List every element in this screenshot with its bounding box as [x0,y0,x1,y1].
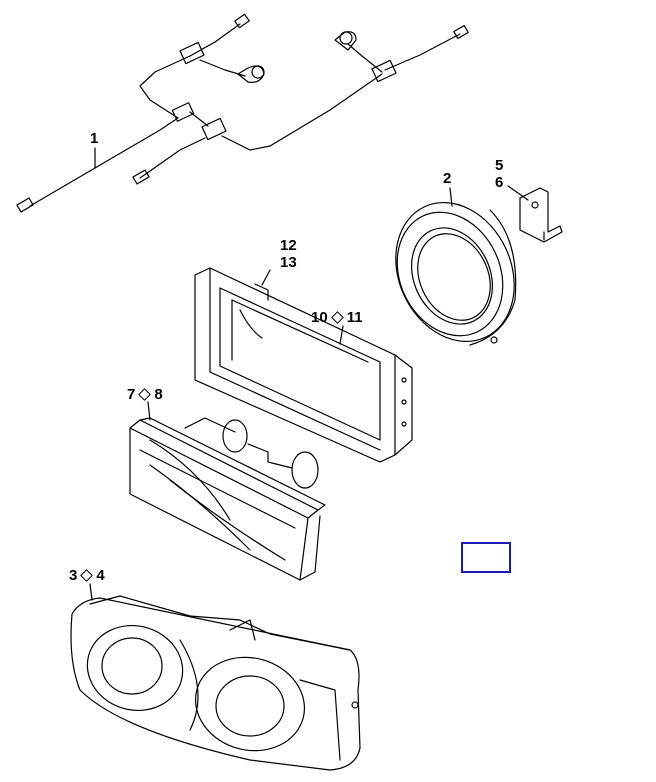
callout-12-label: 12 [280,237,297,254]
callout-4-label: 4 [96,567,105,584]
wiring-harness[interactable] [16,13,469,213]
diamond-icon [330,310,344,324]
selection-highlight-box[interactable] [461,542,511,573]
callout-11-label: 11 [346,309,363,326]
callout-1-label: 1 [90,130,99,147]
callout-5-label: 5 [495,157,504,174]
diamond-icon [138,387,152,401]
diamond-icon [80,568,94,582]
callout-10-11[interactable]: 10 11 [311,310,363,326]
callout-1[interactable]: 1 [90,131,98,147]
callout-12[interactable]: 12 [280,238,297,254]
headlamp-assembly[interactable] [70,595,361,771]
callout-8-label: 8 [154,386,163,403]
callout-13-label: 13 [280,254,297,271]
callout-13[interactable]: 13 [280,255,297,271]
horn[interactable] [374,183,536,361]
callout-3-label: 3 [69,567,78,584]
callout-2-label: 2 [443,170,452,187]
lamp-insert[interactable] [129,417,326,581]
callout-6-label: 6 [495,174,504,191]
headlamp-frame[interactable] [194,267,413,463]
callout-7-label: 7 [127,386,136,403]
callout-10-label: 10 [311,309,328,326]
horn-bracket[interactable] [519,187,563,243]
callout-6[interactable]: 6 [495,175,503,191]
callout-5[interactable]: 5 [495,158,503,174]
callout-2[interactable]: 2 [443,171,451,187]
